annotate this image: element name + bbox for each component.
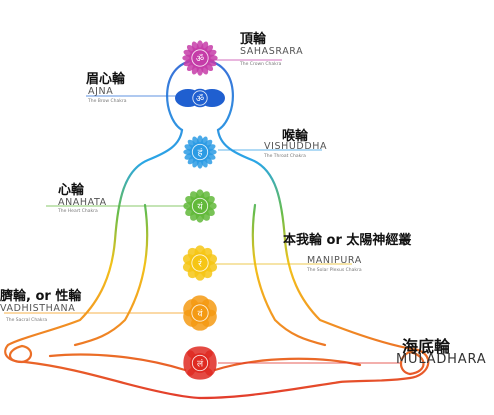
crown-en-label: SAHASRARA bbox=[240, 46, 304, 57]
sacral-sub-label: The Sacral Chakra bbox=[6, 318, 48, 323]
sacral-en-label: VADHISTHANA bbox=[0, 303, 76, 314]
chakra-throat-symbol: हं bbox=[183, 135, 217, 169]
chakra-crown-symbol: ॐ bbox=[182, 40, 218, 76]
leg-left-fold bbox=[48, 353, 187, 372]
body-left-outline bbox=[4, 128, 202, 400]
throat-cn-label: 喉輪 bbox=[282, 129, 309, 144]
chakra-root-symbol: लं bbox=[183, 346, 217, 380]
chakra-heart-symbol: यं bbox=[183, 189, 217, 223]
body-right-outline bbox=[198, 128, 430, 400]
heart-en-label: ANAHATA bbox=[58, 197, 107, 208]
crown-cn-label: 頂輪 bbox=[240, 32, 267, 47]
arm-left-inner bbox=[73, 203, 149, 347]
leader-lines bbox=[4, 59, 400, 364]
chakra-symbols: ॐ ॐ हं यं रं वं लं bbox=[175, 40, 225, 380]
root-cn-label: 海底輪 bbox=[402, 337, 451, 356]
arm-right-inner bbox=[251, 203, 327, 347]
chakra-sacral-ring bbox=[191, 304, 209, 322]
chakra-brow-ring bbox=[192, 90, 208, 106]
chakra-sacral-core bbox=[189, 302, 211, 324]
brow-cn-label: 眉心輪 bbox=[86, 72, 126, 87]
chakra-solar-ring bbox=[191, 254, 209, 272]
crown-sub-label: The Crown Chakra bbox=[240, 62, 282, 67]
hand-right bbox=[399, 350, 425, 376]
solar-sub-label: The Solar Plexus Chakra bbox=[307, 268, 362, 273]
chakra-solar-core bbox=[189, 252, 211, 274]
sacral-cn-label: 臍輪, or 性輪 bbox=[0, 289, 82, 304]
brow-sub-label: The Brow Chakra bbox=[88, 99, 127, 104]
brow-en-label: AJNA bbox=[88, 86, 114, 97]
body-outline bbox=[4, 58, 430, 400]
chakra-throat-ring bbox=[191, 143, 209, 161]
chakra-sacral-symbol: वं bbox=[183, 295, 217, 331]
solar-en-label: MANIPURA bbox=[307, 255, 362, 266]
chakra-throat-glyph: हं bbox=[198, 148, 203, 159]
chakra-crown-core bbox=[189, 47, 211, 69]
chakra-crown-ring bbox=[191, 49, 209, 67]
chakra-heart-glyph: यं bbox=[197, 202, 203, 213]
chakra-brow-symbol: ॐ bbox=[175, 88, 225, 108]
chakra-sacral-glyph: वं bbox=[197, 309, 203, 320]
heart-sub-label: The Heart Chakra bbox=[58, 209, 98, 214]
chakra-root-glyph: लं bbox=[197, 359, 204, 370]
chakra-heart-ring bbox=[191, 197, 209, 215]
chakra-brow-glyph: ॐ bbox=[196, 94, 204, 105]
throat-sub-label: The Throat Chakra bbox=[264, 154, 306, 159]
chakra-crown-glyph: ॐ bbox=[196, 54, 204, 65]
chakra-root-ring bbox=[191, 354, 209, 372]
leg-right-fold bbox=[213, 357, 362, 372]
chakra-root-core bbox=[190, 353, 210, 373]
chakra-solar-symbol: रं bbox=[182, 245, 218, 281]
root-en-label: MULADHARA bbox=[396, 352, 487, 367]
chakra-throat-core bbox=[190, 142, 210, 162]
hand-left bbox=[8, 344, 33, 364]
chakra-solar-glyph: रं bbox=[198, 259, 202, 270]
chakra-heart-core bbox=[190, 196, 210, 216]
throat-en-label: VISHUDDHA bbox=[264, 141, 328, 152]
chakra-brow-core bbox=[190, 88, 210, 108]
heart-cn-label: 心輪 bbox=[58, 183, 85, 198]
solar-cn-label: 本我輪 or 太陽神經叢 bbox=[283, 233, 412, 248]
